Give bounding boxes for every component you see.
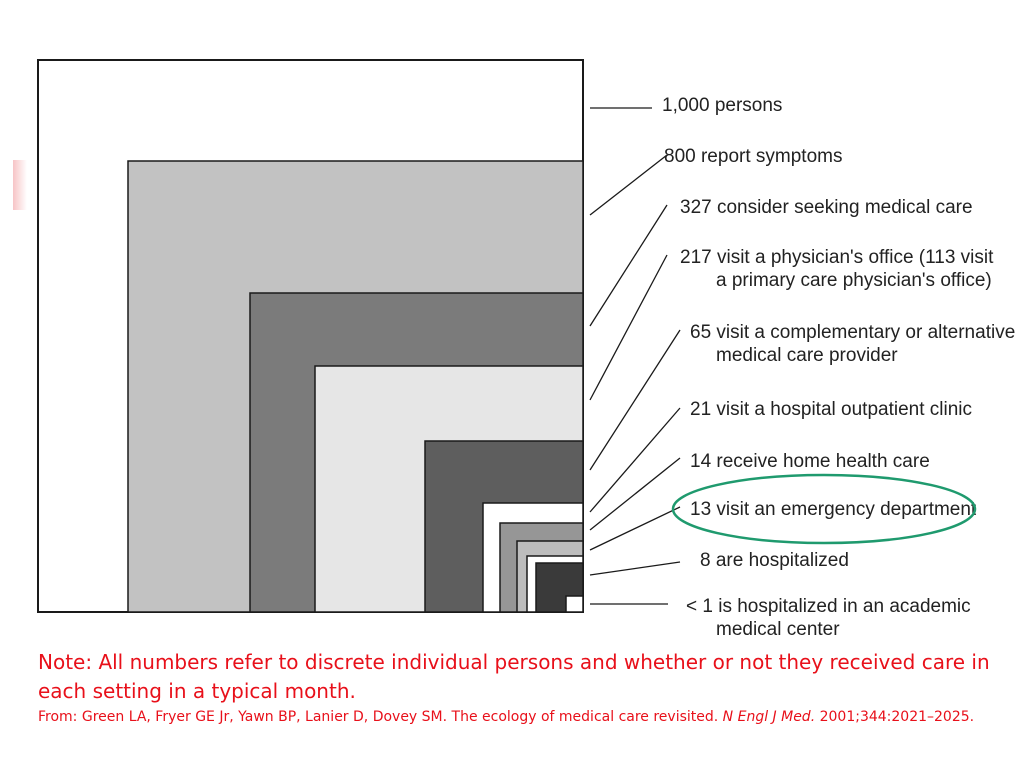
label-800-report-symptoms-line-1: 800 report symptoms [664,146,842,167]
source-citation: From: Green LA, Fryer GE Jr, Yawn BP, La… [38,708,988,727]
label-lt1-academic-center-line-1: < 1 is hospitalized in an academic [686,596,971,617]
label-13-emergency-department: 13 visit an emergency department [690,499,977,520]
label-800-report-symptoms: 800 report symptoms [664,146,842,167]
leader-line-7 [589,457,681,531]
label-327-consider-care-line-1: 327 consider seeking medical care [680,197,973,218]
label-1000-persons-line-1: 1,000 persons [662,95,782,116]
note-text: Note: All numbers refer to discrete indi… [38,650,990,703]
leader-line-2 [589,154,668,216]
label-217-physician-office-line-2: a primary care physician's office) [716,270,992,291]
leader-line-3 [589,204,668,327]
decorative-accent-bar [13,160,27,210]
label-217-physician-office: 217 visit a physician's office (113 visi… [680,247,994,291]
label-14-home-health-line-1: 14 receive home health care [690,451,930,472]
label-217-physician-office-line-1: 217 visit a physician's office (113 visi… [680,247,994,268]
label-14-home-health: 14 receive home health care [690,451,930,472]
label-65-alternative-care-line-1: 65 visit a complementary or alternative [690,322,1015,343]
label-327-consider-care: 327 consider seeking medical care [680,197,973,218]
leader-line-8 [589,506,681,551]
source-suffix: 2001;344:2021–2025. [815,709,975,725]
leader-line-6 [589,407,681,513]
emergency-department-highlight [671,473,977,545]
label-8-hospitalized: 8 are hospitalized [700,550,849,571]
nested-boxes [37,59,584,613]
leader-lines [589,107,681,605]
label-65-alternative-care-line-2: medical care provider [716,345,898,366]
label-21-outpatient-clinic-line-1: 21 visit a hospital outpatient clinic [690,399,972,420]
label-lt1-academic-center-line-2: medical center [716,619,840,640]
ecology-diagram: 1,000 persons 800 report symptoms 327 cons… [37,59,1015,640]
label-21-outpatient-clinic: 21 visit a hospital outpatient clinic [690,399,972,420]
leader-line-5 [589,329,681,471]
box-lt1-inner [565,595,584,613]
label-1000-persons: 1,000 persons [662,95,782,116]
leader-line-9 [589,561,681,576]
leader-line-4 [589,254,668,401]
source-journal: N Engl J Med. [722,709,816,725]
box-labels: 1,000 persons 800 report symptoms 327 cons… [662,95,1015,640]
source-prefix: From: Green LA, Fryer GE Jr, Yawn BP, La… [38,709,723,725]
label-8-hospitalized-line-1: 8 are hospitalized [700,550,849,571]
label-13-emergency-department-line-1: 13 visit an emergency department [690,499,977,520]
